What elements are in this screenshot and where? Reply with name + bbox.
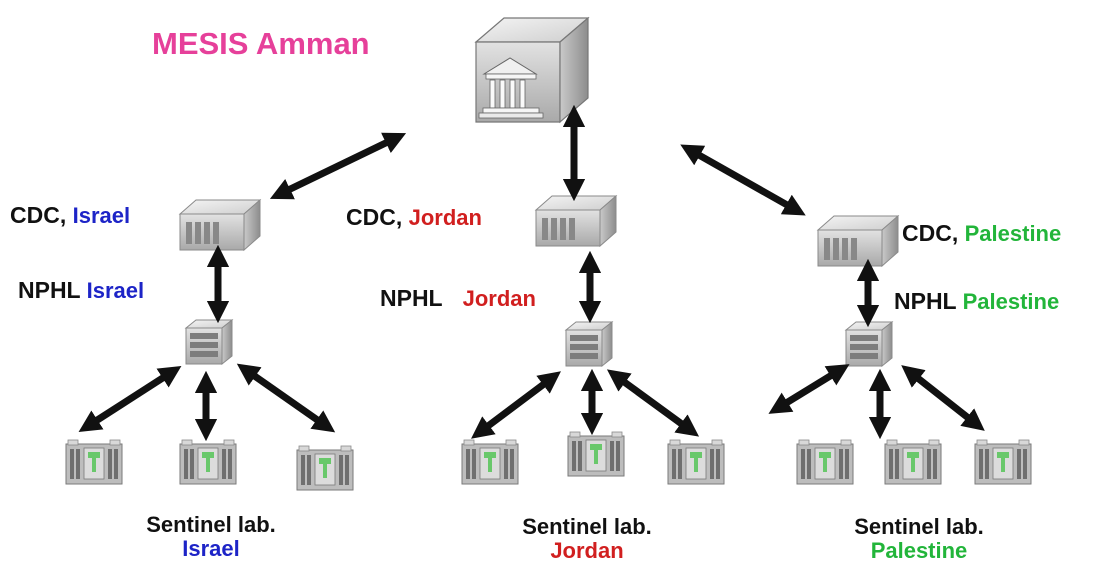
cdc-jordan-server-icon bbox=[535, 195, 617, 247]
nphl-palestine-rack-icon bbox=[845, 321, 893, 367]
page-title: MESIS Amman bbox=[152, 26, 370, 61]
arrow-hub-cdc-israel bbox=[269, 132, 407, 200]
lab-label: Sentinel lab. bbox=[522, 514, 652, 539]
cdc-prefix: CDC, bbox=[346, 204, 403, 230]
nphl-prefix: NPHL bbox=[18, 277, 81, 303]
cdc-country: Palestine bbox=[964, 221, 1062, 246]
cdc-palestine-label: CDC, Palestine bbox=[902, 222, 1061, 245]
nphl-prefix: NPHL bbox=[894, 288, 957, 314]
lab-jordan-1-icon bbox=[461, 439, 519, 485]
lab-israel-2-icon bbox=[179, 439, 237, 485]
sentinel-lab-jordan-caption: Sentinel lab. Jordan bbox=[472, 516, 702, 562]
cdc-prefix: CDC, bbox=[10, 202, 67, 228]
hub-server-building-icon bbox=[475, 17, 589, 123]
lab-palestine-2-icon bbox=[884, 439, 942, 485]
arrow-nphl-lab-jordan-1 bbox=[471, 371, 561, 439]
lab-jordan-2-icon bbox=[567, 431, 625, 477]
lab-israel-3-icon bbox=[296, 445, 354, 491]
cdc-country: Israel bbox=[72, 203, 131, 228]
sentinel-lab-palestine-caption: Sentinel lab. Palestine bbox=[804, 516, 1034, 562]
cdc-country: Jordan bbox=[408, 205, 482, 230]
lab-label: Sentinel lab. bbox=[146, 512, 276, 537]
nphl-country: Palestine bbox=[962, 289, 1060, 314]
lab-country: Jordan bbox=[550, 538, 624, 563]
nphl-jordan-rack-icon bbox=[565, 321, 613, 367]
lab-jordan-3-icon bbox=[667, 439, 725, 485]
nphl-israel-label: NPHL Israel bbox=[18, 279, 144, 302]
cdc-prefix: CDC, bbox=[902, 220, 959, 246]
nphl-country: Jordan bbox=[462, 286, 536, 311]
lab-country: Palestine bbox=[870, 538, 968, 563]
lab-country: Israel bbox=[182, 536, 240, 561]
lab-palestine-1-icon bbox=[796, 439, 854, 485]
arrow-nphl-lab-israel-1 bbox=[78, 365, 182, 433]
nphl-palestine-label: NPHL Palestine bbox=[894, 290, 1059, 313]
cdc-jordan-label: CDC, Jordan bbox=[346, 206, 482, 229]
arrow-nphl-lab-israel-3 bbox=[236, 363, 336, 433]
arrow-nphl-lab-palestine-1 bbox=[768, 364, 850, 414]
arrow-nphl-lab-palestine-3 bbox=[901, 365, 985, 431]
arrow-nphl-lab-jordan-3 bbox=[606, 369, 700, 437]
nphl-country: Israel bbox=[86, 278, 145, 303]
nphl-israel-rack-icon bbox=[185, 319, 233, 365]
lab-israel-1-icon bbox=[65, 439, 123, 485]
nphl-prefix: NPHL bbox=[380, 285, 443, 311]
lab-label: Sentinel lab. bbox=[854, 514, 984, 539]
cdc-israel-server-icon bbox=[179, 199, 261, 251]
nphl-jordan-label: NPHL Jordan bbox=[380, 287, 536, 310]
sentinel-lab-israel-caption: Sentinel lab. Israel bbox=[96, 514, 326, 560]
arrow-hub-cdc-palestine bbox=[680, 144, 806, 216]
cdc-palestine-server-icon bbox=[817, 215, 899, 267]
lab-palestine-3-icon bbox=[974, 439, 1032, 485]
cdc-israel-label: CDC, Israel bbox=[10, 204, 130, 227]
